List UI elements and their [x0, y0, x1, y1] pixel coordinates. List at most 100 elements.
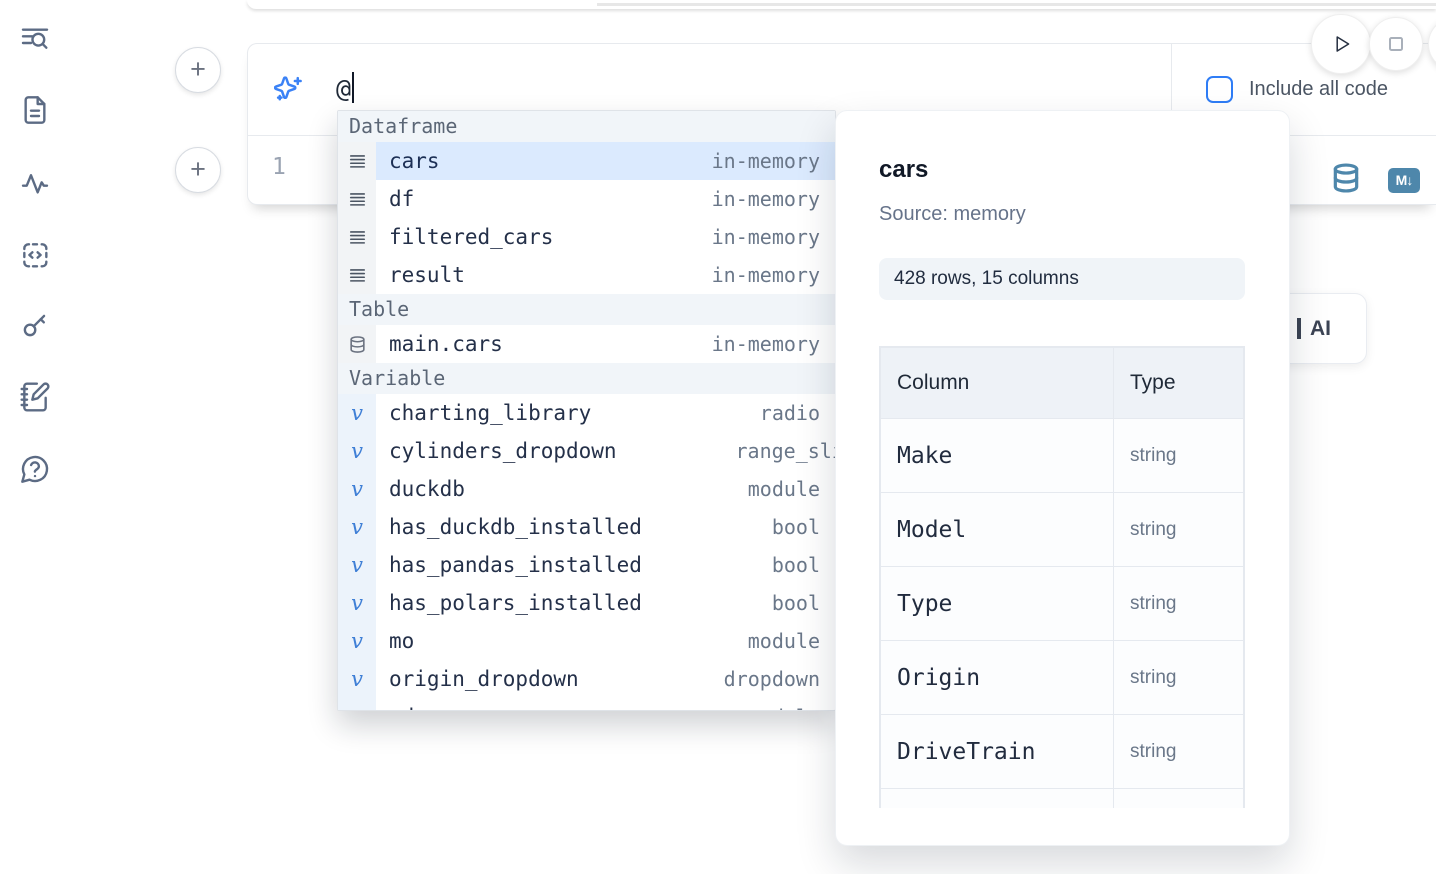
autocomplete-item-name: has_pandas_installed: [389, 553, 642, 577]
column-name-cell: Type: [880, 566, 1114, 641]
help-chat-icon[interactable]: [19, 453, 51, 485]
autocomplete-item-name: filtered_cars: [389, 225, 554, 249]
autocomplete-item[interactable]: v has_polars_installed bool: [338, 584, 835, 622]
convert-to-sql-icon[interactable]: [1330, 162, 1362, 199]
column-type-cell: string: [1113, 640, 1244, 715]
column-type-cell: string: [1113, 714, 1244, 789]
dataframe-icon: [338, 142, 376, 180]
add-cell-button-bottom[interactable]: +: [175, 147, 221, 193]
column-name-cell: Model: [880, 492, 1114, 567]
autocomplete-item[interactable]: result in-memory: [338, 256, 835, 294]
schema-header-cell: Column: [880, 347, 1114, 419]
ai-button-label: AI: [1310, 316, 1331, 340]
variable-icon: v: [338, 584, 376, 622]
include-all-code-label: Include all code: [1249, 78, 1388, 100]
file-document-icon[interactable]: [19, 94, 51, 126]
table-database-icon: [338, 325, 376, 363]
variable-icon: v: [338, 622, 376, 660]
autocomplete-item-type: module: [747, 477, 820, 501]
column-name-cell: Make: [880, 418, 1114, 493]
include-all-code-checkbox[interactable]: [1206, 76, 1233, 103]
autocomplete-item-type: radio: [759, 401, 820, 425]
autocomplete-item-name: mo: [389, 629, 415, 653]
column-name-cell: [880, 788, 1114, 808]
column-type-cell: string: [1113, 418, 1244, 493]
variable-icon: v: [338, 394, 376, 432]
previous-cell-bottom: [247, 0, 1436, 9]
sparkles-icon: [273, 75, 304, 105]
autocomplete-item-name: has_polars_installed: [389, 591, 642, 615]
autocomplete-item-type: module: [747, 629, 820, 653]
schema-header-cell: Type: [1113, 347, 1244, 419]
variable-icon: v: [338, 508, 376, 546]
clipped-text-fragment: [1297, 318, 1301, 339]
convert-to-markdown-icon[interactable]: M↓: [1388, 168, 1420, 193]
dataframe-icon: [338, 256, 376, 294]
autocomplete-item[interactable]: cars in-memory: [338, 142, 835, 180]
autocomplete-item-name: cars: [389, 149, 440, 173]
autocomplete-section-header: Table: [338, 294, 835, 325]
autocomplete-section-header: Dataframe: [338, 111, 835, 142]
code-editor[interactable]: 1 M↓: [248, 136, 1436, 205]
autocomplete-item-name: result: [389, 263, 465, 287]
autocomplete-item-name: charting_library: [389, 401, 592, 425]
dataset-summary-badge: 428 rows, 15 columns: [879, 258, 1245, 300]
variable-icon: v: [338, 432, 376, 470]
autocomplete-item-type: bool: [771, 591, 820, 615]
dataframe-icon: [338, 218, 376, 256]
dataframe-icon: [338, 180, 376, 218]
activity-icon[interactable]: [19, 167, 51, 199]
autocomplete-item[interactable]: vpdmodule: [338, 698, 835, 710]
notebook-pen-icon[interactable]: [19, 381, 51, 413]
autocomplete-item-type: in-memory: [711, 332, 820, 356]
autocomplete-item[interactable]: main.cars in-memory: [338, 325, 835, 363]
column-name-cell: DriveTrain: [880, 714, 1114, 789]
dataset-source: Source: memory: [879, 203, 1026, 225]
autocomplete-item-type: dropdown: [723, 667, 820, 691]
line-number: 1: [272, 154, 286, 180]
toc-search-icon[interactable]: [19, 23, 51, 55]
autocomplete-item-type: bool: [771, 515, 820, 539]
dataset-preview-panel: cars Source: memory 428 rows, 15 columns…: [835, 110, 1290, 846]
column-type-cell: [1113, 788, 1244, 808]
variable-icon: v: [338, 546, 376, 584]
autocomplete-item[interactable]: df in-memory: [338, 180, 835, 218]
key-icon[interactable]: [19, 309, 51, 341]
snippets-code-icon[interactable]: [19, 239, 51, 271]
text-cursor: [352, 72, 355, 103]
autocomplete-item[interactable]: v charting_library radio: [338, 394, 835, 432]
autocomplete-item-name: origin_dropdown: [389, 667, 579, 691]
add-cell-button-top[interactable]: +: [175, 47, 221, 93]
autocomplete-item-type: in-memory: [711, 225, 820, 249]
autocomplete-item[interactable]: filtered_cars in-memory: [338, 218, 835, 256]
autocomplete-item-name: main.cars: [389, 332, 503, 356]
autocomplete-item-type: in-memory: [711, 263, 820, 287]
play-button[interactable]: [1311, 14, 1371, 74]
autocomplete-item-name: df: [389, 187, 415, 211]
autocomplete-item-name: duckdb: [389, 477, 465, 501]
variable-icon: v: [338, 470, 376, 508]
autocomplete-item-type: in-memory: [711, 187, 820, 211]
sidebar: [0, 0, 70, 874]
autocomplete-item-name: pd: [389, 705, 414, 710]
autocomplete-item[interactable]: v has_pandas_installed bool: [338, 546, 835, 584]
stop-button[interactable]: [1369, 17, 1423, 71]
autocomplete-item-type: range_slider: [735, 439, 836, 463]
autocomplete-item-type: in-memory: [711, 149, 820, 173]
autocomplete-item-type: bool: [771, 553, 820, 577]
column-type-cell: string: [1113, 492, 1244, 567]
